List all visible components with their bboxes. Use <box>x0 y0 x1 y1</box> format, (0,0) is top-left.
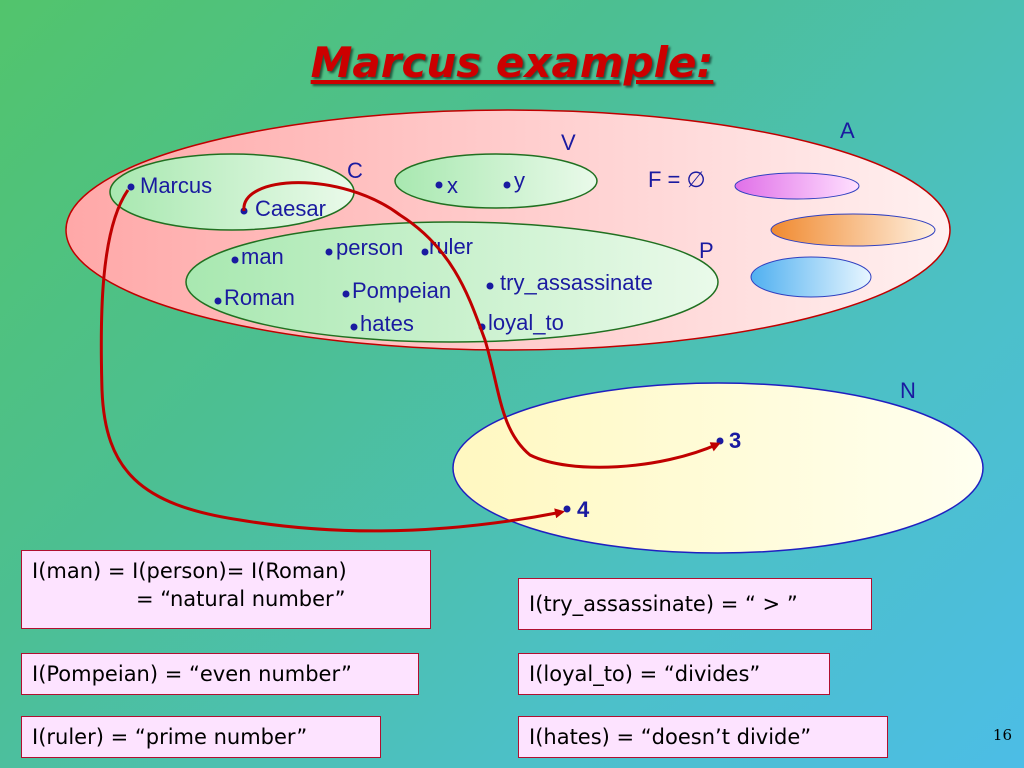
dot-try-assassinate <box>486 282 494 290</box>
domain-element-4: 4 <box>577 497 590 522</box>
label-P: P <box>699 238 714 263</box>
interp-box-ruler: I(ruler) = “prime number” <box>21 716 381 758</box>
interp-try-assassinate-text: I(try_assassinate) = “ > ” <box>529 592 798 616</box>
interp-man-line2: = “natural number” <box>136 587 346 611</box>
blue-ellipse <box>750 256 872 298</box>
interp-box-man: I(man) = I(person)= I(Roman) = “natural … <box>21 550 431 629</box>
set-P-ellipse <box>185 221 719 343</box>
interp-box-try-assassinate: I(try_assassinate) = “ > ” <box>518 578 872 630</box>
magenta-ellipse <box>734 172 860 200</box>
interp-man-line1: I(man) = I(person)= I(Roman) <box>32 559 347 583</box>
domain-element-3: 3 <box>729 428 741 453</box>
pred-loyal-to: loyal_to <box>488 310 564 335</box>
interp-loyal-to-text: I(loyal_to) = “divides” <box>529 662 761 686</box>
interp-ruler-text: I(ruler) = “prime number” <box>32 725 308 749</box>
dot-4 <box>563 505 571 513</box>
dot-ruler <box>421 248 429 256</box>
const-caesar: Caesar <box>255 196 326 221</box>
interp-hates-text: I(hates) = “doesn’t divide” <box>529 725 812 749</box>
pred-pompeian: Pompeian <box>352 278 451 303</box>
label-F: F = ∅ <box>648 167 706 192</box>
pred-person: person <box>336 235 403 260</box>
dot-pompeian <box>342 290 350 298</box>
dot-hates <box>350 323 358 331</box>
page-number: 16 <box>992 726 1012 744</box>
label-N: N <box>900 378 916 403</box>
var-x: x <box>447 173 458 198</box>
dot-marcus <box>127 183 135 191</box>
pred-hates: hates <box>360 311 414 336</box>
pred-man: man <box>241 244 284 269</box>
set-V-ellipse <box>394 153 598 209</box>
dot-roman <box>214 297 222 305</box>
pred-try-assassinate: try_assassinate <box>500 270 653 295</box>
interp-pompeian-text: I(Pompeian) = “even number” <box>32 662 352 686</box>
label-A: A <box>840 118 855 143</box>
dot-y <box>503 181 511 189</box>
pred-roman: Roman <box>224 285 295 310</box>
const-marcus: Marcus <box>140 173 212 198</box>
set-N-ellipse <box>452 382 984 554</box>
arrow-caesar-to-3 <box>242 181 721 469</box>
var-y: y <box>514 168 525 193</box>
slide-title: Marcus example: <box>310 38 714 87</box>
interp-box-loyal-to: I(loyal_to) = “divides” <box>518 653 830 695</box>
dot-x <box>435 181 443 189</box>
interp-box-hates: I(hates) = “doesn’t divide” <box>518 716 888 758</box>
dot-person <box>325 248 333 256</box>
label-C: C <box>347 158 363 183</box>
interp-box-pompeian: I(Pompeian) = “even number” <box>21 653 419 695</box>
arrow-marcus-to-4 <box>99 189 565 533</box>
dot-man <box>231 256 239 264</box>
orange-ellipse <box>770 213 936 247</box>
label-V: V <box>561 130 576 155</box>
